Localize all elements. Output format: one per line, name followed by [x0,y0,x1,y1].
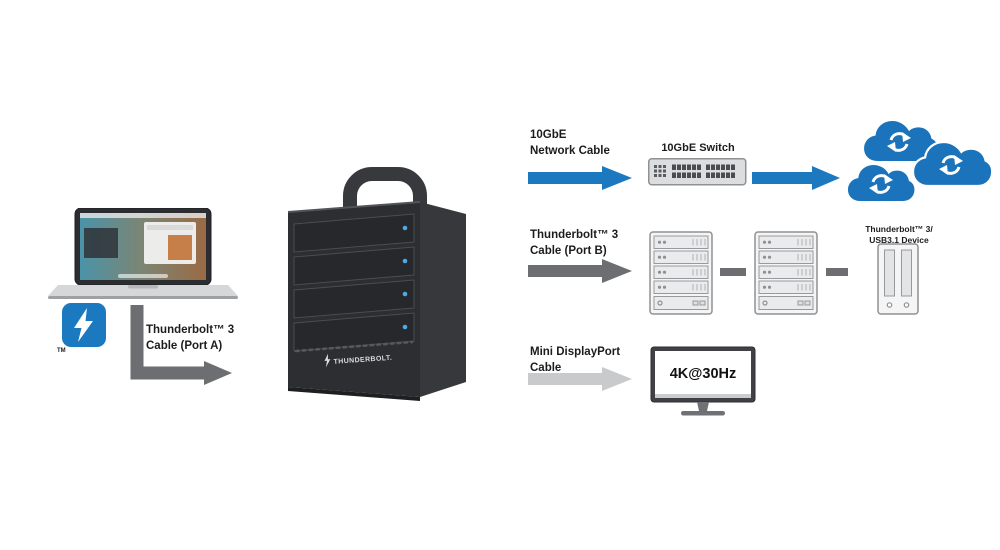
drive-led [402,225,408,231]
laptop-base [48,285,238,296]
drive-tray-3 [293,279,415,319]
arrow-head [602,259,632,283]
cloud-sync-icon [846,118,994,203]
display-cable-label: Mini DisplayPort Cable [530,346,621,375]
arrow-display-lightgray [528,367,632,391]
laptop-window-dark [84,228,118,258]
daisy-link-dash [826,268,848,276]
arrow-network-blue [528,166,632,190]
arrow-head [812,166,840,190]
drive-tray-2 [293,246,415,286]
switch-label: 10GbE Switch [661,142,735,154]
tower-bottom-panel [758,296,814,310]
usb-device-icon [877,243,919,315]
laptop-dock [118,274,168,278]
tower-trays [758,235,814,294]
raid-tower-icon-1 [649,231,713,315]
raid-tower-icon-2 [754,231,818,315]
switch-vent-grid [654,165,666,177]
daisy-link-dash [720,268,746,276]
laptop-notch [128,285,158,289]
monitor-bottom-bezel [655,394,751,398]
device-slot [901,249,912,297]
cable-port-a-label: Thunderbolt™ 3 Cable (Port A) [146,324,235,353]
vent-dots [294,340,414,353]
lightning-bolt-icon [74,308,93,342]
enclosure-brand-text: THUNDERBOLT. [333,355,392,366]
arrow-port-a [130,305,232,385]
drive-led [402,324,408,330]
thunderbolt-tm-mark: TM [57,348,66,354]
usb-device-label: Thunderbolt™ 3/ USB3.1 Device [865,224,933,246]
thunderbolt-logo-icon [62,303,106,347]
arrow-cloud-blue [752,166,840,190]
laptop-menubar [80,213,206,218]
network-switch-icon [648,158,747,186]
enclosure-brand: THUNDERBOLT. [324,353,392,368]
monitor-stand [697,402,709,411]
drive-tray-1 [293,213,415,253]
monitor-base [681,411,725,416]
laptop-window-photo [168,235,192,260]
storage-enclosure-image: THUNDERBOLT. [287,167,466,401]
drive-led [402,258,408,264]
arrow-head [602,367,632,391]
arrow-daisy-gray [528,259,632,283]
enclosure-side [420,202,466,397]
drive-led [402,291,408,297]
monitor-screen [655,351,751,394]
tower-trays [653,235,709,294]
daisy-cable-label: Thunderbolt™ 3 Cable (Port B) [530,229,619,258]
monitor-icon: 4K@30Hz [650,346,756,416]
switch-ports [672,164,735,178]
laptop-base-edge [48,296,238,299]
laptop-window-toolbar [147,225,193,230]
laptop-image [48,208,238,299]
enclosure-top-edge [287,201,421,213]
cloud-bottom [846,163,917,203]
enclosure-bottom-edge [288,387,420,401]
resolution-text: 4K@30Hz [670,366,737,382]
enclosure-handle [343,167,427,212]
tower-bottom-panel [653,296,709,310]
network-cable-label: 10GbE Network Cable [530,129,610,158]
device-slot [884,249,895,297]
drive-tray-4 [293,312,415,352]
arrow-head [602,166,632,190]
brand-bolt-icon [324,353,331,368]
arrow-head [204,361,232,385]
